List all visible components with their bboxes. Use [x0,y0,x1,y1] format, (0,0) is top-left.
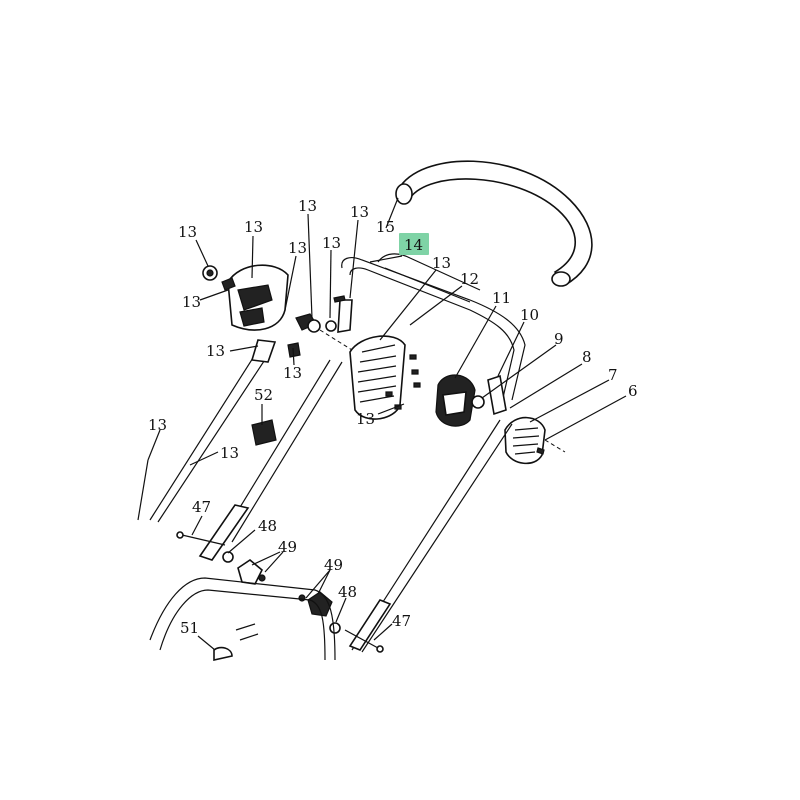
callout-48: 48 [258,517,277,535]
callout-13: 13 [182,293,201,311]
end-cap-part-7 [504,416,566,465]
callout-12: 12 [460,270,479,288]
callout-8: 8 [582,348,592,366]
callout-labels: 15 14 13 13 13 13 13 13 13 13 13 13 13 1… [148,197,638,637]
knob-hardware-cluster [287,295,361,358]
callout-13: 13 [178,223,197,241]
lower-frame-part-51 [149,577,336,661]
callout-13: 13 [148,416,167,434]
callout-49: 49 [278,538,297,556]
grille-cover-plate [349,335,421,420]
callout-52: 52 [254,386,273,404]
left-handle-housing [202,264,289,331]
hardware-left [176,531,266,585]
callout-15: 15 [376,218,395,236]
callout-11: 11 [492,289,511,307]
callout-10: 10 [520,306,539,324]
callout-13: 13 [283,364,302,382]
callout-13: 13 [322,234,341,252]
highlight-box-14 [399,233,429,255]
callout-13: 13 [220,444,239,462]
clip-part-52 [251,419,277,446]
callout-51: 51 [180,619,199,637]
callout-13: 13 [356,410,375,428]
lever-part-9-10 [471,374,507,416]
callout-47: 47 [192,498,211,516]
foam-grip-part-15 [395,160,593,287]
callout-13: 13 [244,218,263,236]
callout-9: 9 [554,330,564,348]
callout-47: 47 [392,612,411,630]
callout-13: 13 [298,197,317,215]
callout-13: 13 [350,203,369,221]
callout-13: 13 [432,254,451,272]
handle-tubes [198,359,513,653]
leader-lines [147,197,627,651]
callout-6: 6 [628,382,638,400]
callout-13: 13 [288,239,307,257]
callout-7: 7 [608,366,618,384]
callout-14: 14 [404,236,423,254]
switch-housing-part-11 [435,374,476,427]
callout-49: 49 [324,556,343,574]
callout-13: 13 [206,342,225,360]
callout-48: 48 [338,583,357,601]
